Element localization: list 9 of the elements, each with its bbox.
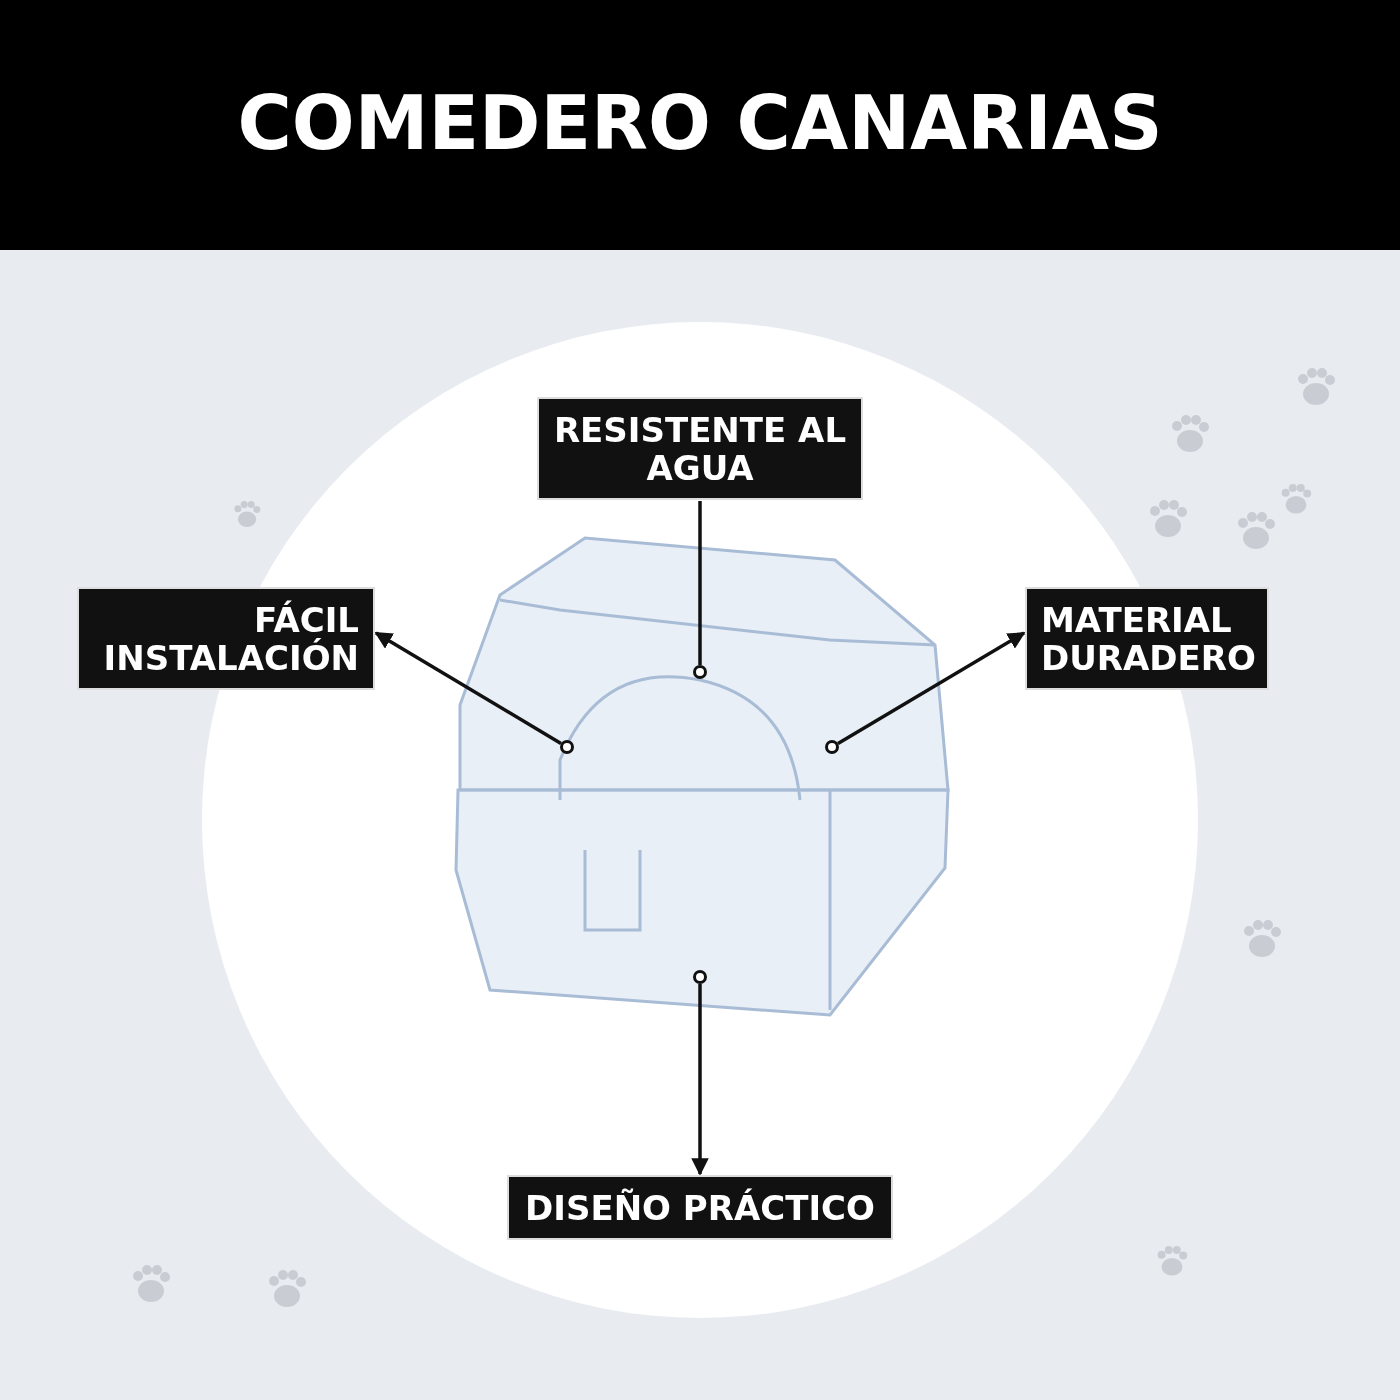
arrow	[374, 631, 562, 745]
arrow	[837, 631, 1026, 745]
title: COMEDERO CANARIAS	[236, 79, 1164, 168]
callout-label: FÁCIL INSTALACIÓN	[77, 587, 375, 690]
callout-label: DISEÑO PRÁCTICO	[507, 1175, 893, 1240]
callout-label: RESISTENTE AL AGUA	[537, 397, 863, 500]
leader-line	[698, 501, 702, 665]
callout-label: MATERIAL DURADERO	[1025, 587, 1269, 690]
arrow	[691, 984, 709, 1176]
